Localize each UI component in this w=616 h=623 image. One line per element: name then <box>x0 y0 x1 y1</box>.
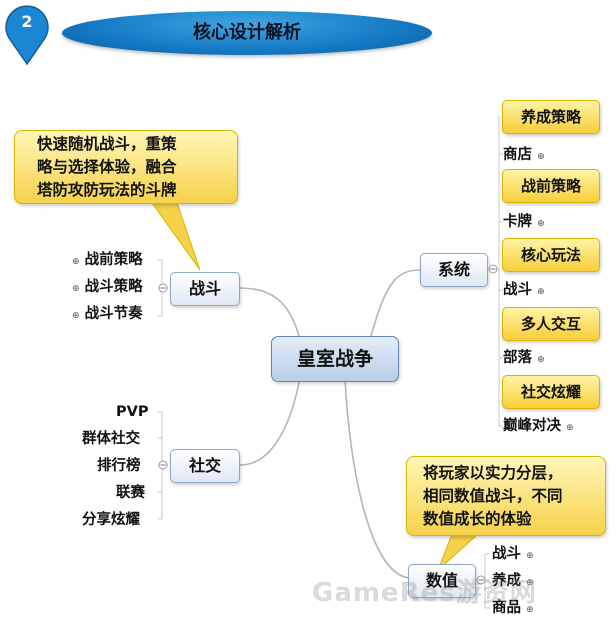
callout-numbers-note: 将玩家以实力分层， 相同数值战斗，不同 数值成长的体验 <box>406 456 606 536</box>
leaf-label: 战斗策略 <box>84 279 143 295</box>
callout-line: 相同数值战斗，不同 <box>423 487 563 505</box>
leaf-label: 战斗 <box>503 282 532 298</box>
callout-line: 塔防攻防玩法的斗牌 <box>37 181 177 199</box>
node-numbers[interactable]: 数值 <box>408 564 476 598</box>
system-item[interactable]: 商店 ⊕ <box>503 146 545 166</box>
leaf-label: 战斗 <box>492 546 521 562</box>
expand-plus-icon[interactable]: ⊕ <box>537 287 545 297</box>
leaf-item[interactable]: ⊕ 战斗节奏 <box>72 305 143 325</box>
callout-line: 快速随机战斗，重策 <box>37 135 177 153</box>
watermark: GameRes游资网 <box>312 578 537 608</box>
system-tag[interactable]: 核心玩法 <box>502 238 600 272</box>
callout-combat-note: 快速随机战斗，重策 略与选择体验，融合 塔防攻防玩法的斗牌 <box>14 130 238 204</box>
leaf-item[interactable]: 养成 ⊕ <box>492 572 534 592</box>
leaf-item[interactable]: ⊕ 战前策略 <box>72 251 143 271</box>
expand-plus-icon[interactable]: ⊕ <box>537 219 545 229</box>
leaf-label: 战前策略 <box>84 252 143 268</box>
leaf-item[interactable]: PVP <box>116 404 149 420</box>
callout-line: 数值成长的体验 <box>423 510 532 528</box>
system-tag[interactable]: 养成策略 <box>502 100 600 134</box>
expand-plus-icon[interactable]: ⊕ <box>526 551 534 561</box>
expand-plus-icon[interactable]: ⊕ <box>72 257 80 267</box>
expand-plus-icon[interactable]: ⊕ <box>72 311 80 321</box>
header-banner <box>62 11 432 55</box>
expand-plus-icon[interactable]: ⊕ <box>566 423 574 433</box>
leaf-label: 战斗节奏 <box>84 306 143 322</box>
leaf-item[interactable]: 分享炫耀 <box>82 512 140 528</box>
system-item[interactable]: 巅峰对决 ⊕ <box>503 417 574 437</box>
expand-plus-icon[interactable]: ⊕ <box>72 284 80 294</box>
link-root-numbers <box>344 379 411 579</box>
system-item[interactable]: 战斗 ⊕ <box>503 281 545 301</box>
leaf-item[interactable]: ⊕ 战斗策略 <box>72 278 143 298</box>
node-combat[interactable]: 战斗 <box>170 272 240 306</box>
callout-line: 将玩家以实力分层， <box>423 464 563 482</box>
node-social[interactable]: 社交 <box>170 449 240 483</box>
leaf-item[interactable]: 联赛 <box>116 485 145 501</box>
leaf-item[interactable]: 排行榜 <box>97 458 141 474</box>
system-tag[interactable]: 战前策略 <box>502 169 600 203</box>
section-badge-shape <box>5 5 49 66</box>
system-item[interactable]: 卡牌 ⊕ <box>503 213 545 233</box>
system-tag[interactable]: 多人交互 <box>502 307 600 341</box>
link-root-system <box>369 269 421 341</box>
expand-plus-icon[interactable]: ⊕ <box>526 605 534 615</box>
system-tag[interactable]: 社交炫耀 <box>502 375 600 409</box>
leaf-item[interactable]: 群体社交 <box>82 431 140 447</box>
page-title: 核心设计解析 <box>193 22 301 43</box>
root-node[interactable]: 皇室战争 <box>271 336 399 382</box>
node-system[interactable]: 系统 <box>420 253 488 287</box>
expand-plus-icon[interactable]: ⊕ <box>537 355 545 365</box>
callout-pointer-combat <box>149 199 201 271</box>
leaf-label: 商店 <box>503 147 532 163</box>
leaf-label: 卡牌 <box>503 214 532 230</box>
leaf-item[interactable]: 商品 ⊕ <box>492 599 534 619</box>
system-item[interactable]: 部落 ⊕ <box>503 349 545 369</box>
leaf-label: 巅峰对决 <box>503 418 561 434</box>
leaf-label: 商品 <box>492 600 521 616</box>
link-root-social <box>239 377 301 466</box>
leaf-item[interactable]: 战斗 ⊕ <box>492 545 534 565</box>
link-root-combat <box>239 287 301 341</box>
leaf-label: 养成 <box>492 573 521 589</box>
section-number: 2 <box>21 12 33 31</box>
expand-plus-icon[interactable]: ⊕ <box>537 152 545 162</box>
leaf-label: 部落 <box>503 350 532 366</box>
expand-plus-icon[interactable]: ⊕ <box>526 578 534 588</box>
callout-line: 略与选择体验，融合 <box>37 158 177 176</box>
section-badge: 2 <box>4 2 50 66</box>
